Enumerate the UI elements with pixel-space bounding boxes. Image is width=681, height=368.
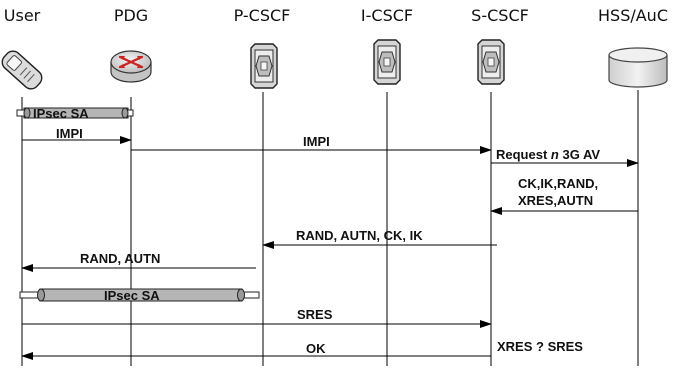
request-prefix: Request: [496, 147, 551, 162]
request-n: n: [550, 147, 559, 162]
entity-label-hss: HSS/AuC: [598, 6, 668, 25]
msg-ok: OK: [306, 341, 326, 356]
msg-xres-compare-sres: XRES ? SRES: [497, 339, 583, 354]
pcscf-server-icon: [250, 43, 278, 89]
entity-label-pcscf: P-CSCF: [233, 6, 291, 25]
ipsec-sa-label-2: IPsec SA: [104, 288, 160, 303]
phone-icon: [1, 50, 43, 90]
msg-impi-2: IMPI: [303, 134, 330, 149]
entity-label-pdg: PDG: [113, 6, 149, 25]
msg-rand-autn: RAND, AUTN: [80, 251, 161, 266]
ipsec-tunnel-2: [19, 288, 260, 302]
entity-label-user: User: [3, 6, 41, 25]
entity-label-scscf: S-CSCF: [471, 6, 529, 25]
msg-xres-autn: XRES,AUTN: [518, 193, 594, 208]
database-icon: [608, 47, 668, 88]
scscf-server-icon: [477, 39, 505, 85]
msg-ck-ik-rand: CK,IK,RAND,: [518, 176, 599, 191]
msg-impi-1: IMPI: [56, 126, 83, 141]
msg-rand-autn-ck-ik: RAND, AUTN, CK, IK: [296, 228, 423, 243]
entity-label-icscf: I-CSCF: [360, 6, 414, 25]
icscf-server-icon: [373, 39, 401, 85]
msg-request-3g-av: Request n 3G AV: [496, 147, 600, 162]
request-suffix: 3G AV: [558, 147, 601, 162]
msg-sres: SRES: [297, 307, 333, 322]
message-arrows: [21, 136, 639, 360]
router-icon: [110, 50, 152, 83]
ipsec-tunnel-1: [16, 107, 134, 119]
ipsec-sa-label-1: IPsec SA: [33, 106, 89, 121]
